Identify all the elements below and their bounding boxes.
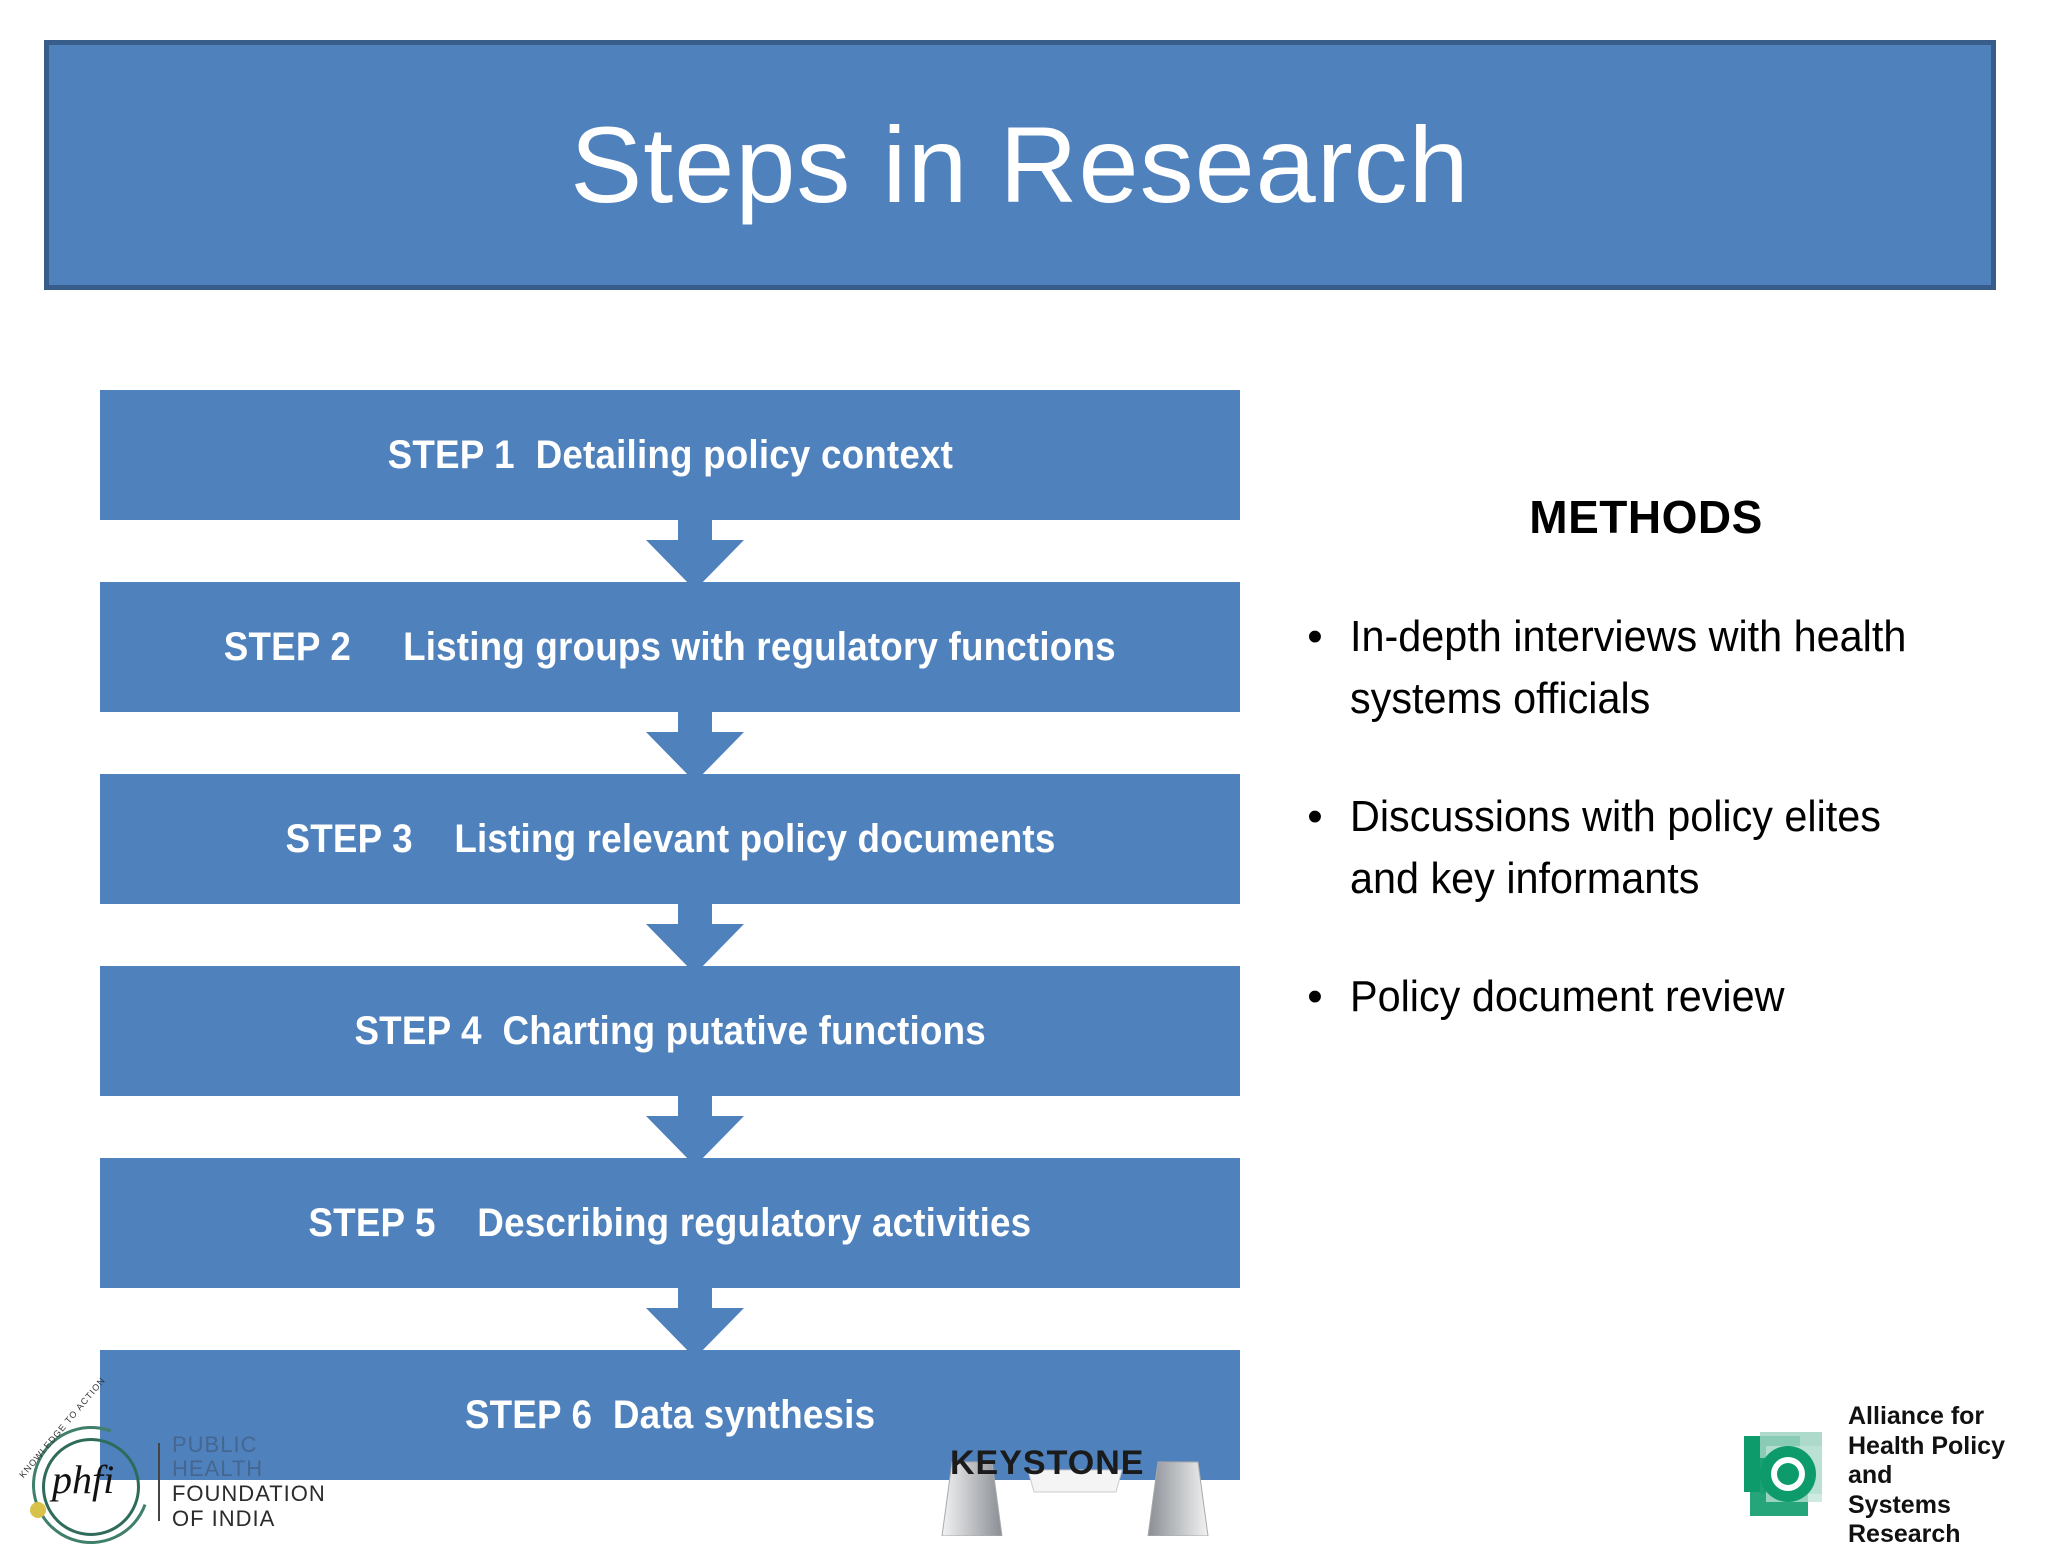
keystone-logo-text: KEYSTONE — [950, 1444, 1145, 1482]
methods-item-2: Discussions with policy elites and key i… — [1350, 792, 1881, 903]
flow-connector-2 — [100, 704, 1240, 782]
down-arrow-icon — [640, 1088, 750, 1166]
alliance-logo: Alliance for Health Policy and Systems R… — [1740, 1402, 2040, 1548]
flow-step-4-label: STEP 4 Charting putative functions — [354, 1008, 986, 1053]
down-arrow-icon — [640, 1280, 750, 1358]
methods-panel: METHODS • In-depth interviews with healt… — [1280, 490, 2000, 1084]
flow-step-3-label: STEP 3 Listing relevant policy documents — [284, 816, 1056, 861]
flow-connector-3 — [100, 896, 1240, 974]
flow-step-4[interactable]: STEP 4 Charting putative functions — [100, 966, 1240, 1096]
phfi-logo: KNOWLEDGE TO ACTION phfi PUBLIC HEALTH F… — [12, 1375, 354, 1563]
list-item: • In-depth interviews with health system… — [1280, 606, 2000, 730]
phfi-name-line-1: PUBLIC HEALTH — [171, 1431, 264, 1482]
down-arrow-icon — [640, 512, 750, 590]
list-item: • Policy document review — [1280, 966, 2000, 1028]
alliance-name-line-3: Systems Research — [1848, 1490, 1961, 1549]
flow-step-6[interactable]: STEP 6 Data synthesis — [100, 1350, 1240, 1480]
down-arrow-icon — [640, 704, 750, 782]
flow-step-2-label: STEP 2 Listing groups with regulatory fu… — [224, 624, 1116, 669]
phfi-name-block: PUBLIC HEALTH FOUNDATION OF INDIA — [171, 1431, 354, 1532]
down-arrow-icon — [640, 896, 750, 974]
alliance-name-block: Alliance for Health Policy and Systems R… — [1848, 1402, 2040, 1550]
methods-bullet-list: • In-depth interviews with health system… — [1280, 606, 2000, 1028]
flow-connector-5 — [100, 1280, 1240, 1358]
bullet-icon: • — [1307, 972, 1323, 1021]
flow-step-1-label: STEP 1 Detailing policy context — [387, 432, 953, 477]
phfi-wordmark: phfi — [52, 1457, 115, 1502]
list-item: • Discussions with policy elites and key… — [1280, 786, 2000, 910]
bullet-icon: • — [1307, 792, 1323, 841]
phfi-name-line-3: OF INDIA — [171, 1505, 276, 1531]
flow-step-2[interactable]: STEP 2 Listing groups with regulatory fu… — [100, 582, 1240, 712]
bullet-icon: • — [1307, 612, 1323, 661]
phfi-emblem-icon: KNOWLEDGE TO ACTION phfi — [12, 1375, 170, 1563]
flow-step-5[interactable]: STEP 5 Describing regulatory activities — [100, 1158, 1240, 1288]
flow-connector-1 — [100, 512, 1240, 590]
flow-connector-4 — [100, 1088, 1240, 1166]
alliance-name-line-2: Health Policy and — [1848, 1431, 2005, 1490]
methods-item-1: In-depth interviews with health systems … — [1350, 612, 1907, 723]
research-steps-flowchart: STEP 1 Detailing policy context STEP 2 L… — [100, 390, 1240, 1480]
phfi-name-line-2: FOUNDATION — [171, 1481, 326, 1506]
alliance-emblem-icon — [1740, 1430, 1836, 1522]
alliance-name-line-1: Alliance for — [1848, 1402, 1985, 1431]
methods-heading: METHODS — [1529, 491, 1763, 543]
methods-item-3: Policy document review — [1350, 972, 1785, 1021]
flow-step-5-label: STEP 5 Describing regulatory activities — [308, 1200, 1032, 1245]
flow-step-6-label: STEP 6 Data synthesis — [464, 1392, 876, 1437]
slide-title-banner: Steps in Research — [44, 40, 1996, 290]
phfi-divider — [158, 1443, 160, 1521]
flow-step-1[interactable]: STEP 1 Detailing policy context — [100, 390, 1240, 520]
keystone-logo: KEYSTONE — [940, 1442, 1210, 1537]
page-title: Steps in Research — [570, 104, 1470, 226]
flow-step-3[interactable]: STEP 3 Listing relevant policy documents — [100, 774, 1240, 904]
